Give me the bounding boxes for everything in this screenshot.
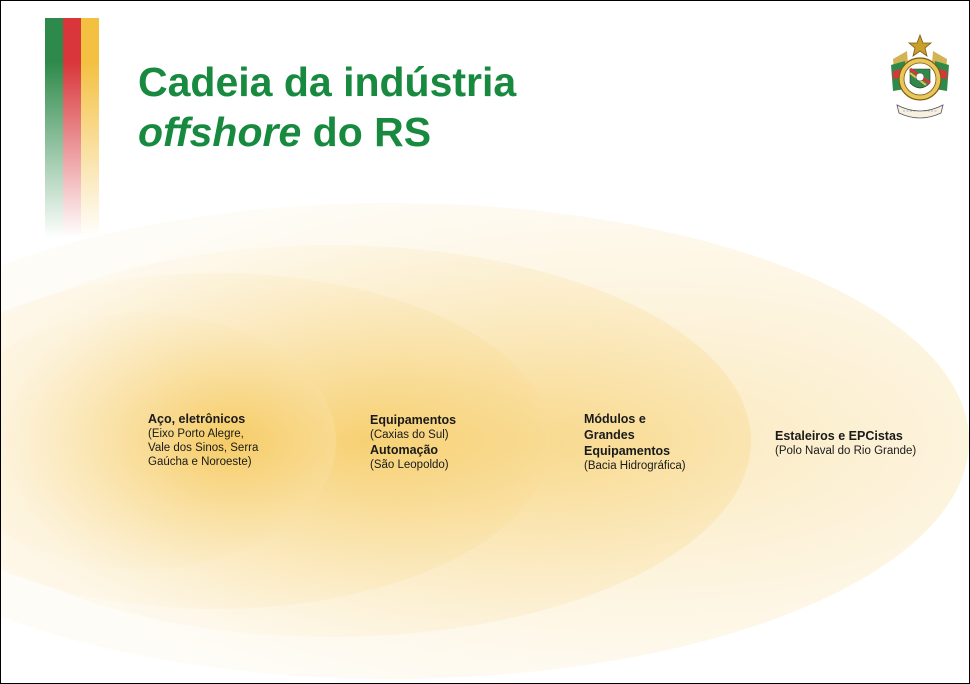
ring-4-sub-line: (Polo Naval do Rio Grande) [775,445,917,457]
coat-of-arms-icon [891,33,949,119]
ring-2-sub-line: (Caxias do Sul) [370,429,449,441]
ring-3-heading-line: Módulos e [584,412,646,426]
ring-2-sub-line-2: (São Leopoldo) [370,459,449,471]
ring-3-label: Módulos e Grandes Equipamentos (Bacia Hi… [584,411,734,473]
title-italic-word: offshore [138,109,302,155]
red-stripe [63,18,81,238]
ring-1-sub-line: Vale dos Sinos, Serra [148,442,259,454]
ring-3-heading-line: Equipamentos [584,444,671,458]
ring-1-heading: Aço, eletrônicos [148,412,246,426]
ring-1-sub-line: (Eixo Porto Alegre, [148,428,244,440]
yellow-stripe [81,18,99,238]
ring-2-label: Equipamentos (Caxias do Sul) Automação (… [370,412,510,472]
ring-3-sub-line: (Bacia Hidrográfica) [584,460,686,472]
ring-1-sub-line: Gaúcha e Noroeste) [148,456,252,468]
title-line-1: Cadeia da indústria [138,59,517,105]
ring-1-label: Aço, eletrônicos (Eixo Porto Alegre, Val… [148,411,298,469]
ring-1-ellipse [1,313,336,569]
ring-3-heading-line: Grandes [584,428,635,442]
slide-title: Cadeia da indústria offshore do RS [138,57,516,157]
green-stripe [45,18,63,238]
ring-4-heading: Estaleiros e EPCistas [775,429,903,443]
ring-4-label: Estaleiros e EPCistas (Polo Naval do Rio… [775,428,955,458]
ring-2-heading-2: Automação [370,443,439,457]
ring-2-heading: Equipamentos [370,413,457,427]
title-line-2-rest: do RS [301,109,432,155]
